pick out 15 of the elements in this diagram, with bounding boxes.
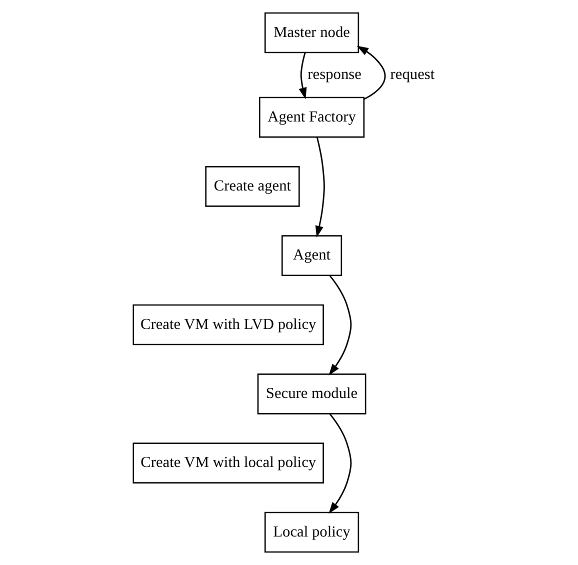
node-box: Local policy bbox=[264, 512, 360, 553]
edge-label: request bbox=[390, 66, 435, 84]
arrow bbox=[298, 52, 307, 100]
node-box: Create VM with local policy bbox=[132, 442, 324, 484]
node-box: Create VM with LVD policy bbox=[132, 304, 324, 346]
arrow bbox=[328, 414, 352, 514]
arrow bbox=[328, 275, 352, 376]
node-box: Master node bbox=[264, 12, 360, 54]
arrow bbox=[315, 137, 325, 238]
arrow bbox=[356, 46, 386, 100]
edge-label: response bbox=[308, 66, 362, 84]
node-box: Secure module bbox=[257, 374, 366, 414]
node-box: Agent Factory bbox=[258, 96, 365, 138]
node-box: Create agent bbox=[205, 166, 300, 207]
node-box: Agent bbox=[281, 235, 342, 276]
